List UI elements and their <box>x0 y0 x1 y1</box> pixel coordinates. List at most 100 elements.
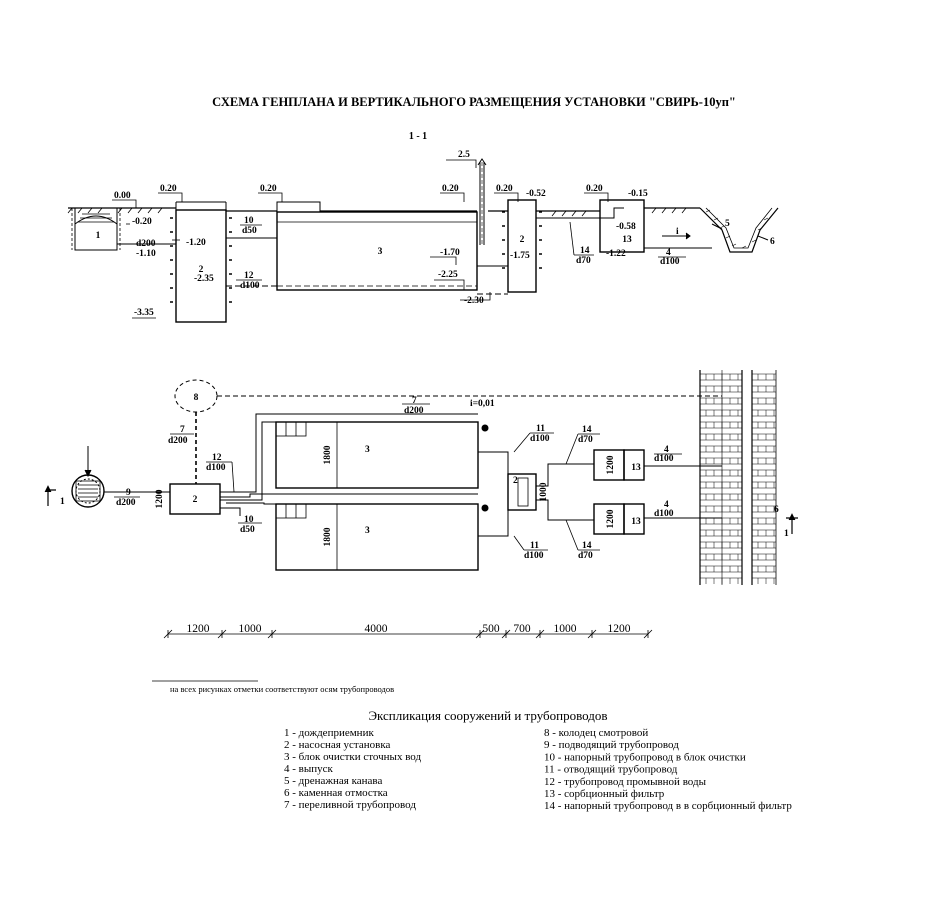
dimension-5: 700 <box>513 623 531 635</box>
legend-item: 3 - блок очистки сточных вод <box>284 751 421 763</box>
pipe-14b-label: 14 <box>582 541 592 551</box>
legend-title: Экспликация сооружений и трубопроводов <box>368 708 607 723</box>
level-m2-25: -2.25 <box>438 270 458 280</box>
object-1-label: 1 <box>96 231 101 241</box>
pipe-d200-section: d200 <box>136 239 156 249</box>
pump-station-plan <box>169 483 221 515</box>
pipe-12-label: 12 <box>212 453 222 463</box>
pipe-4-section: 4 <box>666 248 671 258</box>
cut-right-label: 1 <box>784 529 789 539</box>
legend-item: 11 - отводящий трубопровод <box>544 764 678 776</box>
section-level-leaders <box>112 159 609 319</box>
legend-item: 8 - колодец смотровой <box>544 727 648 739</box>
level-m1-10: -1.10 <box>136 249 156 259</box>
plan-view <box>71 370 777 585</box>
legend-item: 14 - напорный трубопровод в в сорбционны… <box>544 800 792 812</box>
pipe-11b-label: 11 <box>530 541 539 551</box>
legend-item: 10 - напорный трубопровод в блок очистки <box>544 751 746 763</box>
pipe-12-diameter: d100 <box>206 463 226 473</box>
dimension-1: 1200 <box>187 623 210 635</box>
object-3-label: 3 <box>378 247 383 257</box>
pipe-4a-diameter: d100 <box>654 454 674 464</box>
stone-pavement-pattern <box>700 373 776 584</box>
drainage-ditch <box>699 207 779 253</box>
manhole-8-label: 8 <box>194 393 199 403</box>
level-0-20-c: 0.20 <box>442 184 459 194</box>
pipe-7b-diameter: d200 <box>168 436 188 446</box>
section-pipe-leaders <box>236 221 686 281</box>
pipe-d50-section: d50 <box>242 226 257 236</box>
pump-2-label: 2 <box>193 495 198 505</box>
level-m0-58: -0.58 <box>616 222 636 232</box>
rain-inlet-plan <box>71 474 105 508</box>
pipe-14b-diameter: d70 <box>578 551 593 561</box>
legend-item: 5 - дренажная канава <box>284 775 382 787</box>
level-0-20-d: 0.20 <box>496 184 513 194</box>
block-3b-dim: 1800 <box>323 527 333 546</box>
pipe-10-label: 10 <box>244 515 254 525</box>
pipe-11b-diameter: d100 <box>524 551 544 561</box>
block-3a-label: 3 <box>365 445 370 455</box>
pipe-14-section: 14 <box>580 246 590 256</box>
legend-item: 7 - переливной трубопровод <box>284 799 416 811</box>
pipe-9-label: 9 <box>126 488 131 498</box>
legend-item: 2 - насосная установка <box>284 739 391 751</box>
level-0-20-e: 0.20 <box>586 184 603 194</box>
pipe-7b-label: 7 <box>180 425 185 435</box>
legend-item: 12 - трубопровод промывной воды <box>544 776 707 788</box>
pipe-11a-label: 11 <box>536 424 545 434</box>
section-label: 1 - 1 <box>409 131 427 142</box>
object-2b-label: 2 <box>520 235 525 245</box>
legend-item: 13 - сорбционный фильтр <box>544 788 665 800</box>
legend-item: 1 - дождеприемник <box>284 727 374 739</box>
rain-inlet-section <box>74 207 118 251</box>
section-view <box>67 158 779 323</box>
pump-2b-label: 2 <box>513 476 518 486</box>
pipe-9-diameter: d200 <box>116 498 136 508</box>
cut-left-label: 1 <box>60 497 65 507</box>
legend-item: 4 - выпуск <box>284 763 334 775</box>
sorption-filter-section <box>599 199 645 253</box>
dimension-3: 4000 <box>365 623 388 635</box>
block-3a-dim: 1800 <box>323 445 333 464</box>
pump-station-2-plan <box>507 473 537 511</box>
pipe-11a-diameter: d100 <box>530 434 550 444</box>
ditch-6-label: 6 <box>774 505 779 515</box>
object-2-label: 2 <box>199 265 204 275</box>
treatment-block-section <box>276 211 478 291</box>
dimension-7: 1200 <box>608 623 631 635</box>
level-m0-52: -0.52 <box>526 189 546 199</box>
dimension-chain <box>163 629 653 639</box>
pump-dim-1200: 1200 <box>155 489 165 508</box>
level-m2-30: -2.30 <box>464 296 484 306</box>
pipe-d100b-section: d100 <box>660 257 680 267</box>
slope-label: i=0,01 <box>470 399 495 409</box>
pipe-d70-section: d70 <box>576 256 591 266</box>
level-2-5: 2.5 <box>458 150 470 160</box>
pipe-14a-diameter: d70 <box>578 435 593 445</box>
pipe-12-section: 12 <box>244 271 254 281</box>
level-m0-20: -0.20 <box>132 217 152 227</box>
pipe-d100-section: d100 <box>240 281 260 291</box>
plan-pipe-leaders <box>44 403 798 551</box>
pipe-10-section: 10 <box>244 216 254 226</box>
pipe-4b-label: 4 <box>664 500 669 510</box>
level-m1-22: -1.22 <box>606 249 626 259</box>
legend-item: 6 - каменная отмостка <box>284 787 388 799</box>
level-m1-20: -1.20 <box>186 238 206 248</box>
level-0-20-b: 0.20 <box>260 184 277 194</box>
pipe-7-label: 7 <box>412 396 417 406</box>
pump-2b-dim: 1000 <box>539 482 549 501</box>
dimension-4: 500 <box>482 623 500 635</box>
block-3b-label: 3 <box>365 526 370 536</box>
pump-station-2-section <box>507 199 537 293</box>
pipe-14a-label: 14 <box>582 425 592 435</box>
level-m1-70: -1.70 <box>440 248 460 258</box>
filter-13a-label: 13 <box>631 463 641 473</box>
filter-a-dim: 1200 <box>606 455 616 474</box>
filter-13b-label: 13 <box>631 517 641 527</box>
treatment-block-upper <box>275 421 479 489</box>
